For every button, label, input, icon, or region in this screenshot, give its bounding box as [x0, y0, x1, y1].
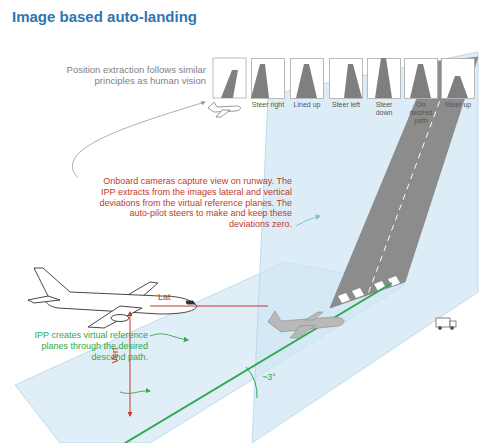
thumbnail-frame	[291, 59, 324, 99]
drawing-part	[305, 312, 323, 320]
thumbnail-box: Steer right	[251, 58, 285, 109]
note-text: Position extraction follows similar prin…	[58, 64, 206, 87]
truck-icon	[436, 318, 456, 330]
drawing-part	[436, 318, 450, 327]
drawing-part	[352, 288, 364, 298]
thumbnail-box: On desired path	[404, 58, 438, 125]
dimension-label: Vert	[110, 340, 121, 370]
thumbnail-frame	[442, 59, 475, 99]
leader-line	[72, 102, 205, 178]
angle-arc	[246, 367, 257, 398]
thumbnail-frame	[330, 59, 363, 99]
thumbnail-frame	[405, 59, 438, 99]
thumbnail-label: Steer right	[251, 101, 285, 109]
drawing-part	[213, 58, 246, 98]
runway-thumbnail	[329, 58, 363, 99]
angle-label: ~3°	[262, 372, 292, 383]
thumbnail-label: Steer down	[367, 101, 401, 117]
drawing-part	[88, 306, 142, 328]
thumbnail-box: Lined up	[290, 58, 324, 109]
thumbnail-aircraft	[208, 102, 241, 117]
thumbnail-label: On desired path	[404, 101, 438, 125]
thumbnail-runway	[375, 58, 392, 98]
thumbnail-label: Steer left	[329, 101, 363, 109]
drawing-part	[450, 321, 456, 327]
drawing-part	[28, 296, 60, 303]
thumbnail-runway	[410, 64, 431, 98]
runway-thumbnail	[251, 58, 285, 99]
vert-line	[130, 312, 131, 416]
thumbnail-runway	[344, 64, 362, 98]
callout-text: Onboard cameras capture view on runway. …	[92, 176, 292, 230]
thumbnail-box	[213, 58, 246, 98]
drawing-part	[186, 301, 195, 304]
drawing-part	[438, 326, 441, 329]
vertical-plane	[252, 52, 478, 443]
thumbnail-label: Lined up	[290, 101, 324, 109]
drawing-part	[221, 70, 238, 98]
drawing-part	[34, 268, 197, 314]
dimension-label: Lat	[158, 292, 188, 303]
thumbnail-frame	[368, 59, 401, 99]
large-aircraft	[28, 268, 197, 328]
drawing-part	[216, 110, 230, 117]
runway-thumbnail	[404, 58, 438, 99]
leader-line	[120, 391, 150, 394]
threshold-marks	[338, 276, 400, 303]
small-aircraft	[268, 311, 344, 338]
callout-text: IPP creates virtual reference planes thr…	[8, 330, 148, 362]
runway-thumbnail	[290, 58, 324, 99]
thumbnail-runway	[251, 64, 269, 98]
drawing-part	[290, 325, 316, 338]
thumbnail-label: Steer up	[441, 101, 475, 109]
runway-thumbnail	[441, 58, 475, 99]
drawing-part	[111, 315, 129, 322]
runway-thumbnail	[367, 58, 401, 99]
thumbnail-box: Steer down	[367, 58, 401, 117]
runway	[330, 57, 478, 308]
drawing-part	[450, 326, 453, 329]
lat-line	[150, 306, 268, 307]
thumbnail-box: Steer left	[329, 58, 363, 109]
thumbnail-box: Steer up	[441, 58, 475, 109]
leader-line	[296, 216, 320, 226]
thumbnail-runway	[447, 76, 468, 98]
thumbnail-frame	[252, 59, 285, 99]
thumbnail-runway	[296, 64, 317, 98]
page-title: Image based auto-landing	[12, 8, 197, 25]
drawing-part	[338, 293, 350, 303]
leader-line	[150, 334, 188, 340]
